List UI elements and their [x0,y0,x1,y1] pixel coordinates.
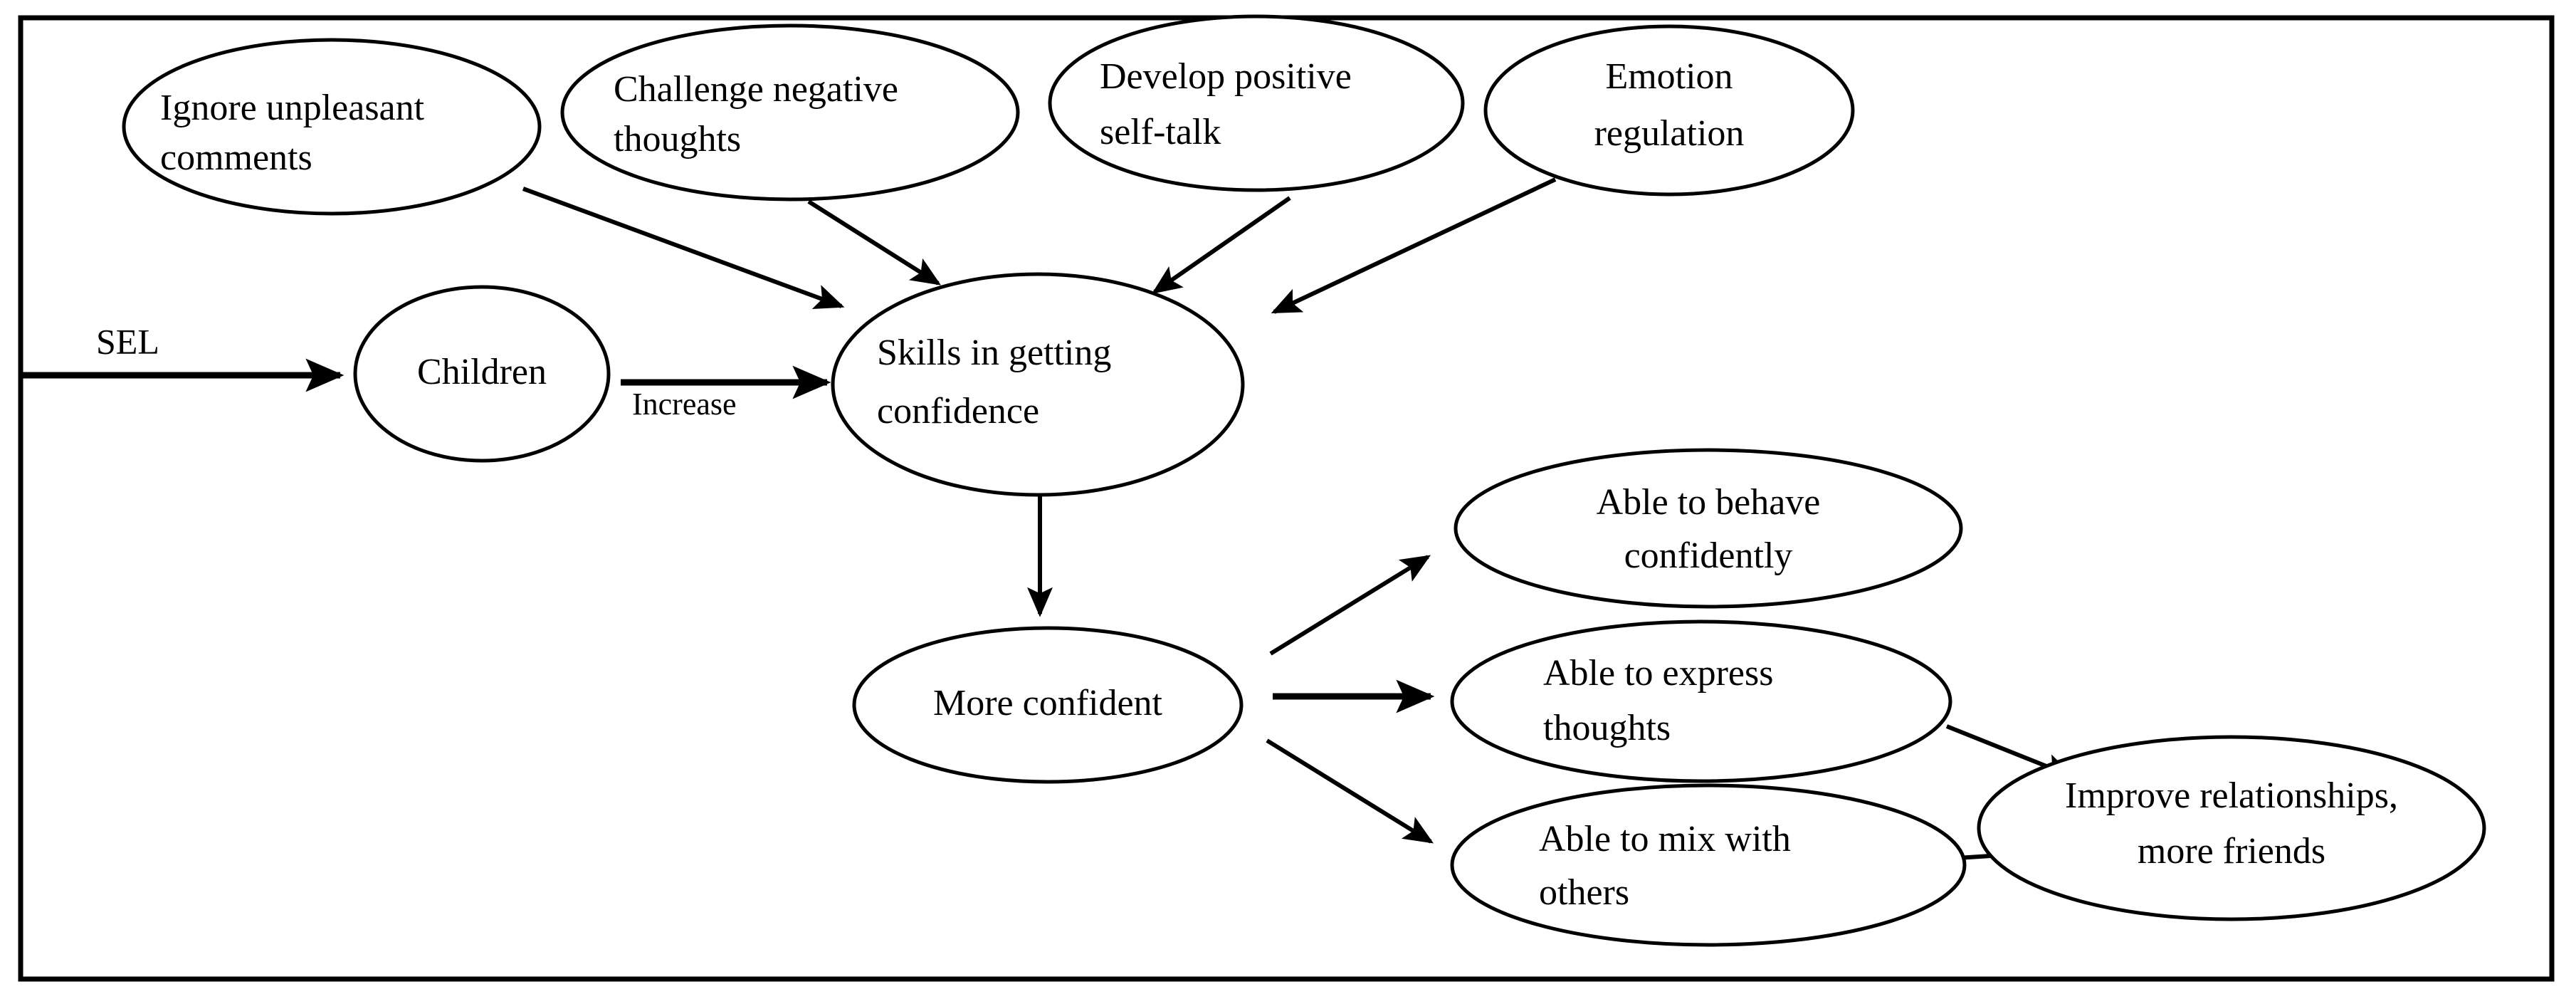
self-talk-arrow [1152,196,1291,294]
node-label-line1: More confident [933,683,1163,723]
edge-challenge-thoughts-to-skills [807,199,942,286]
node-label-line2: self-talk [1100,112,1221,152]
node-label-line1: Able to mix with [1539,819,1791,859]
edge-ignore-comments-to-skills [522,187,845,310]
node-able-to-express-thoughts[interactable]: Able to express thoughts [1450,619,1952,783]
node-improve-relationships-more-friends[interactable]: Improve relationships, more friends [1977,735,2486,921]
emotion-regulation-arrow [1271,177,1557,314]
node-shape[interactable] [1453,448,1963,609]
node-label-line2: regulation [1594,113,1745,154]
node-label-line2: thoughts [1543,708,1671,748]
node-shape[interactable] [1048,14,1465,192]
node-skills-in-getting-confidence[interactable]: Skills in getting confidence [831,272,1245,497]
sel-label: SEL [96,321,159,361]
node-label-line1: Emotion [1605,56,1733,97]
node-label-line2: thoughts [614,119,741,159]
node-shape[interactable] [1977,735,2486,921]
increase-label: Increase [632,387,737,422]
node-label-line1: Able to express [1543,653,1773,694]
node-able-to-mix-with-others[interactable]: Able to mix with others [1450,783,1967,947]
node-ignore-unpleasant-comments[interactable]: Ignore unpleasant comments [122,38,542,216]
edge-self-talk-to-skills [1152,196,1291,294]
edge-more-confident-to-mix [1266,738,1434,844]
node-shape[interactable] [353,285,611,463]
node-more-confident[interactable]: More confident [852,626,1244,784]
node-label-line1: Challenge negative [614,69,898,110]
node-label-line2: others [1539,872,1629,913]
node-shape[interactable] [852,626,1244,784]
node-shape[interactable] [1450,783,1967,947]
node-label-line1: Children [417,352,547,392]
edge-emotion-regulation-to-skills [1271,177,1557,314]
node-label-line2: comments [160,137,312,178]
more-confident-to-mix-arrow [1266,738,1434,844]
node-shape[interactable] [1450,619,1952,783]
node-label-line1: Ignore unpleasant [160,88,425,128]
challenge-thoughts-arrow [807,199,942,286]
node-label-line1: Improve relationships, [2065,775,2398,816]
node-shape[interactable] [560,23,1020,202]
node-emotion-regulation[interactable]: Emotion regulation [1483,24,1855,197]
node-develop-positive-self-talk[interactable]: Develop positive self-talk [1048,14,1465,192]
more-confident-to-behave-arrow [1269,555,1431,656]
node-label-line1: Able to behave [1597,482,1821,523]
node-label-line2: confidently [1624,535,1793,576]
node-label-line1: Develop positive [1100,56,1352,97]
node-label-line1: Skills in getting [877,333,1111,373]
node-shape[interactable] [122,38,542,216]
node-label-line2: confidence [877,391,1039,431]
ignore-comments-arrow [522,187,845,310]
node-label-line2: more friends [2138,831,2325,872]
node-challenge-negative-thoughts[interactable]: Challenge negative thoughts [560,23,1020,202]
node-shape[interactable] [1483,24,1855,197]
node-able-to-behave-confidently[interactable]: Able to behave confidently [1453,448,1963,609]
node-children[interactable]: Children [353,285,611,463]
edge-more-confident-to-behave [1269,555,1431,656]
node-shape[interactable] [831,272,1245,497]
